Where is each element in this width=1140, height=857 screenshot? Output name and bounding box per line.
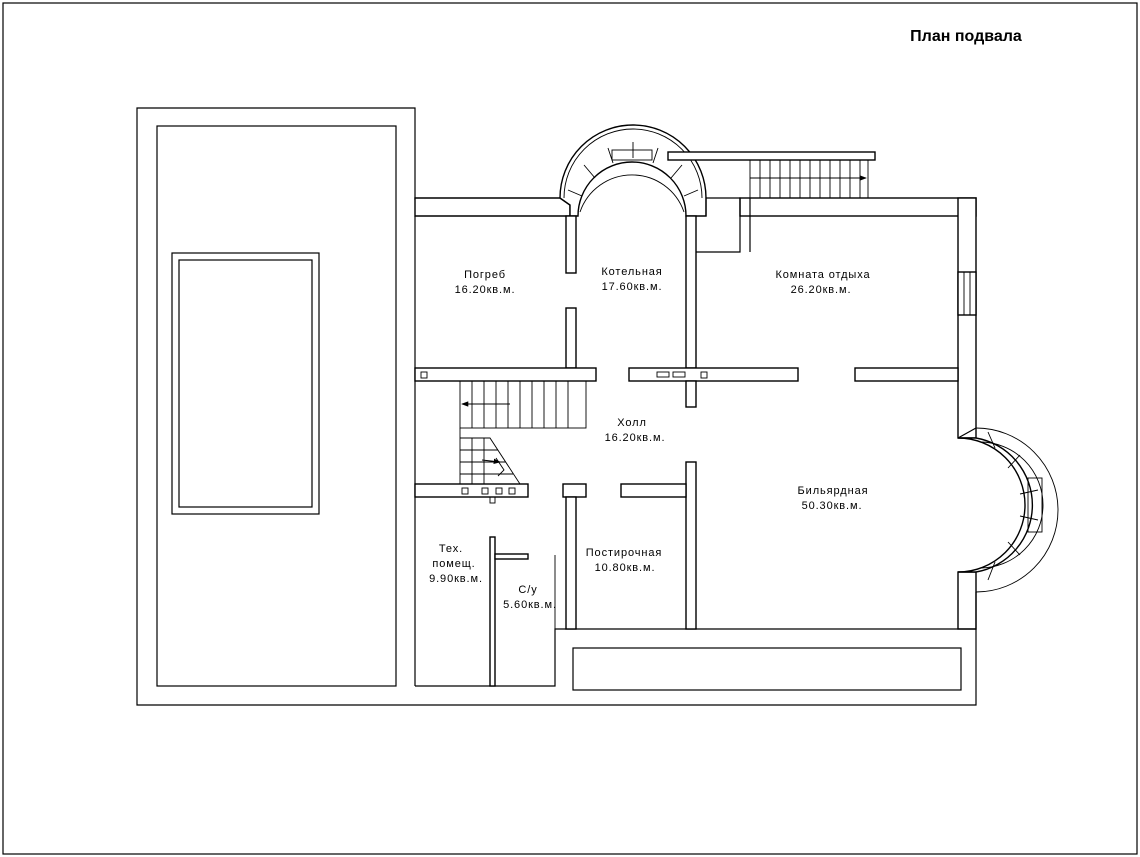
room-name-kotelnaya: Котельная (601, 266, 662, 278)
boiler-arch (559, 124, 741, 369)
room-name-su: С/у (518, 584, 537, 596)
billiard-bay (957, 427, 1059, 629)
plan-title: План подвала (910, 28, 1022, 45)
interior-stair (459, 380, 587, 485)
window-right (957, 271, 977, 316)
room-name-teh-line2: помещ. (432, 558, 475, 570)
room-area-su: 5.60кв.м. (503, 599, 557, 611)
room-area-komnata-otdyha: 26.20кв.м. (791, 284, 852, 296)
room-name-bilyardnaya: Бильярдная (798, 485, 869, 497)
room-area-postirochnaya: 10.80кв.м. (595, 562, 656, 574)
room-area-holl: 16.20кв.м. (605, 432, 666, 444)
bottom-channel (572, 647, 962, 691)
interior-walls (414, 367, 959, 687)
left-block (136, 107, 416, 706)
pool-outline (171, 252, 320, 515)
room-name-komnata-otdyha: Комната отдыха (775, 269, 870, 281)
room-name-pogreb: Погреб (464, 269, 506, 281)
pool-inner (178, 259, 313, 508)
room-labels: Погреб 16.20кв.м. Котельная 17.60кв.м. К… (429, 266, 870, 611)
room-area-bilyardnaya: 50.30кв.м. (802, 500, 863, 512)
room-name-holl: Холл (617, 417, 647, 429)
room-area-kotelnaya: 17.60кв.м. (602, 281, 663, 293)
room-area-pogreb: 16.20кв.м. (455, 284, 516, 296)
room-name-teh-line1: Тех. (439, 543, 463, 555)
room-name-postirochnaya: Постирочная (586, 547, 662, 559)
outdoor-stair (667, 151, 876, 252)
room-area-teh: 9.90кв.м. (429, 573, 483, 585)
